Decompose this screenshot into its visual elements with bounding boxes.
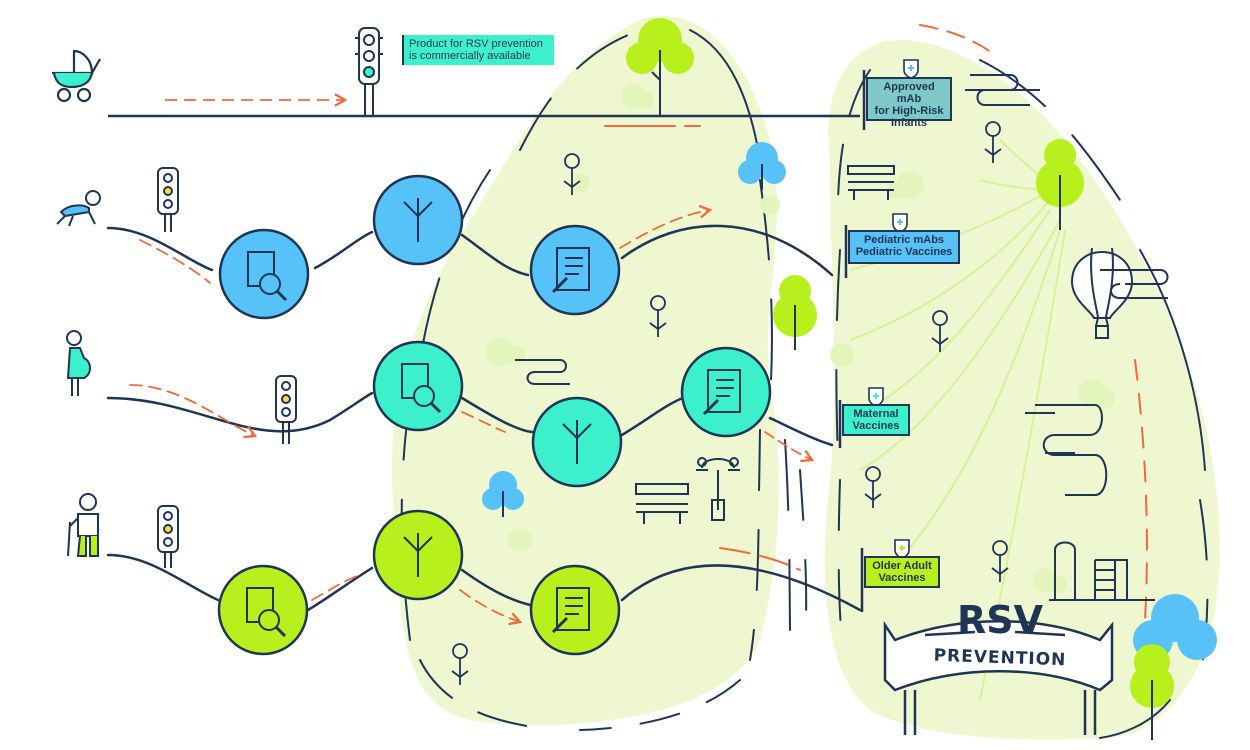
decorative-dashes — [604, 24, 1148, 621]
tree-icon — [482, 18, 1217, 740]
lamp-post-icon — [696, 457, 740, 521]
lane-infants — [108, 93, 860, 118]
pond-icon — [1025, 404, 1108, 496]
document-search-icon — [218, 228, 310, 320]
park-area — [391, 16, 1220, 740]
slide-icon — [1049, 541, 1155, 601]
stage-circles — [217, 174, 772, 656]
path-choice-icon — [531, 396, 623, 488]
lane-pediatric — [106, 204, 834, 284]
stroller-icon — [52, 49, 101, 103]
clipboard-icon — [529, 224, 621, 316]
goal-label-high-risk-infants: Approved mAb for High-Risk Infants — [866, 77, 952, 129]
goal-label-maternal: Maternal Vaccines — [842, 404, 910, 436]
document-search-icon — [217, 564, 309, 656]
commercial-availability-callout: Product for RSV prevention is commercial… — [402, 35, 554, 65]
hot-air-balloon-icon — [1070, 247, 1134, 339]
bench-icon — [635, 165, 895, 524]
goal-posts — [838, 70, 866, 612]
lane-older-adult — [106, 553, 862, 626]
goal-label-pediatric: Pediatric mAbs Pediatric Vaccines — [848, 230, 960, 264]
sign-title: RSV — [956, 598, 1044, 642]
pregnant-woman-icon — [66, 330, 91, 396]
path-choice-icon — [372, 509, 464, 601]
crawling-baby-icon — [56, 190, 101, 227]
clipboard-icon — [680, 346, 772, 438]
document-search-icon — [372, 340, 464, 432]
path-choice-icon — [372, 174, 464, 266]
lane-maternal — [106, 384, 834, 463]
cloud-icon — [515, 74, 1169, 385]
goal-label-older-adult: Older Adult Vaccines — [864, 556, 940, 588]
rsv-prevention-sign — [883, 620, 1114, 735]
shield-plus-icon — [868, 59, 919, 559]
clipboard-icon — [529, 564, 621, 656]
flower-icon — [451, 121, 1009, 685]
elderly-man-icon — [67, 493, 99, 557]
traffic-light-icon — [157, 27, 383, 568]
